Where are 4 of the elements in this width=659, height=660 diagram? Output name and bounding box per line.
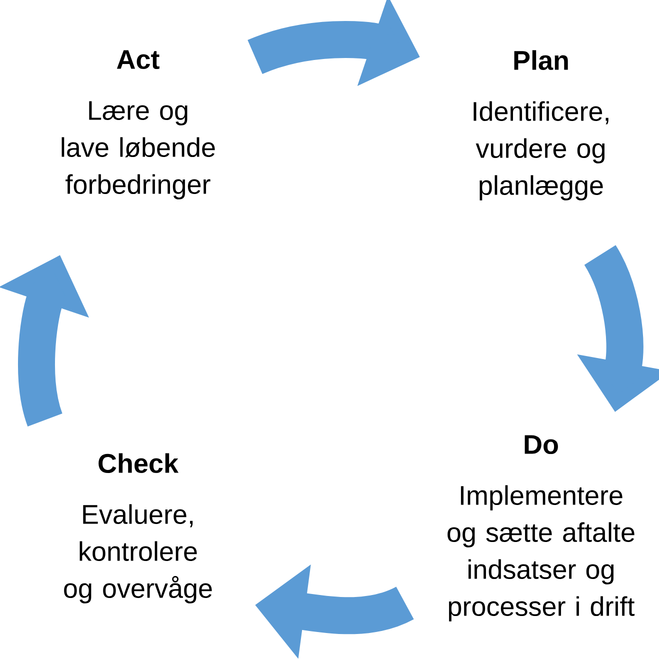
stage-label: Act Lære og lave løbende forbedringer xyxy=(62,50,215,200)
stage-label: Plan Identificere, vurdere og planlægge xyxy=(474,50,608,200)
stage-label: Do Implementere og sætte aftalte indsatser og processer i drift xyxy=(448,435,635,622)
stage-label: Check Evaluere, kontrolere og overvåge xyxy=(64,453,212,604)
